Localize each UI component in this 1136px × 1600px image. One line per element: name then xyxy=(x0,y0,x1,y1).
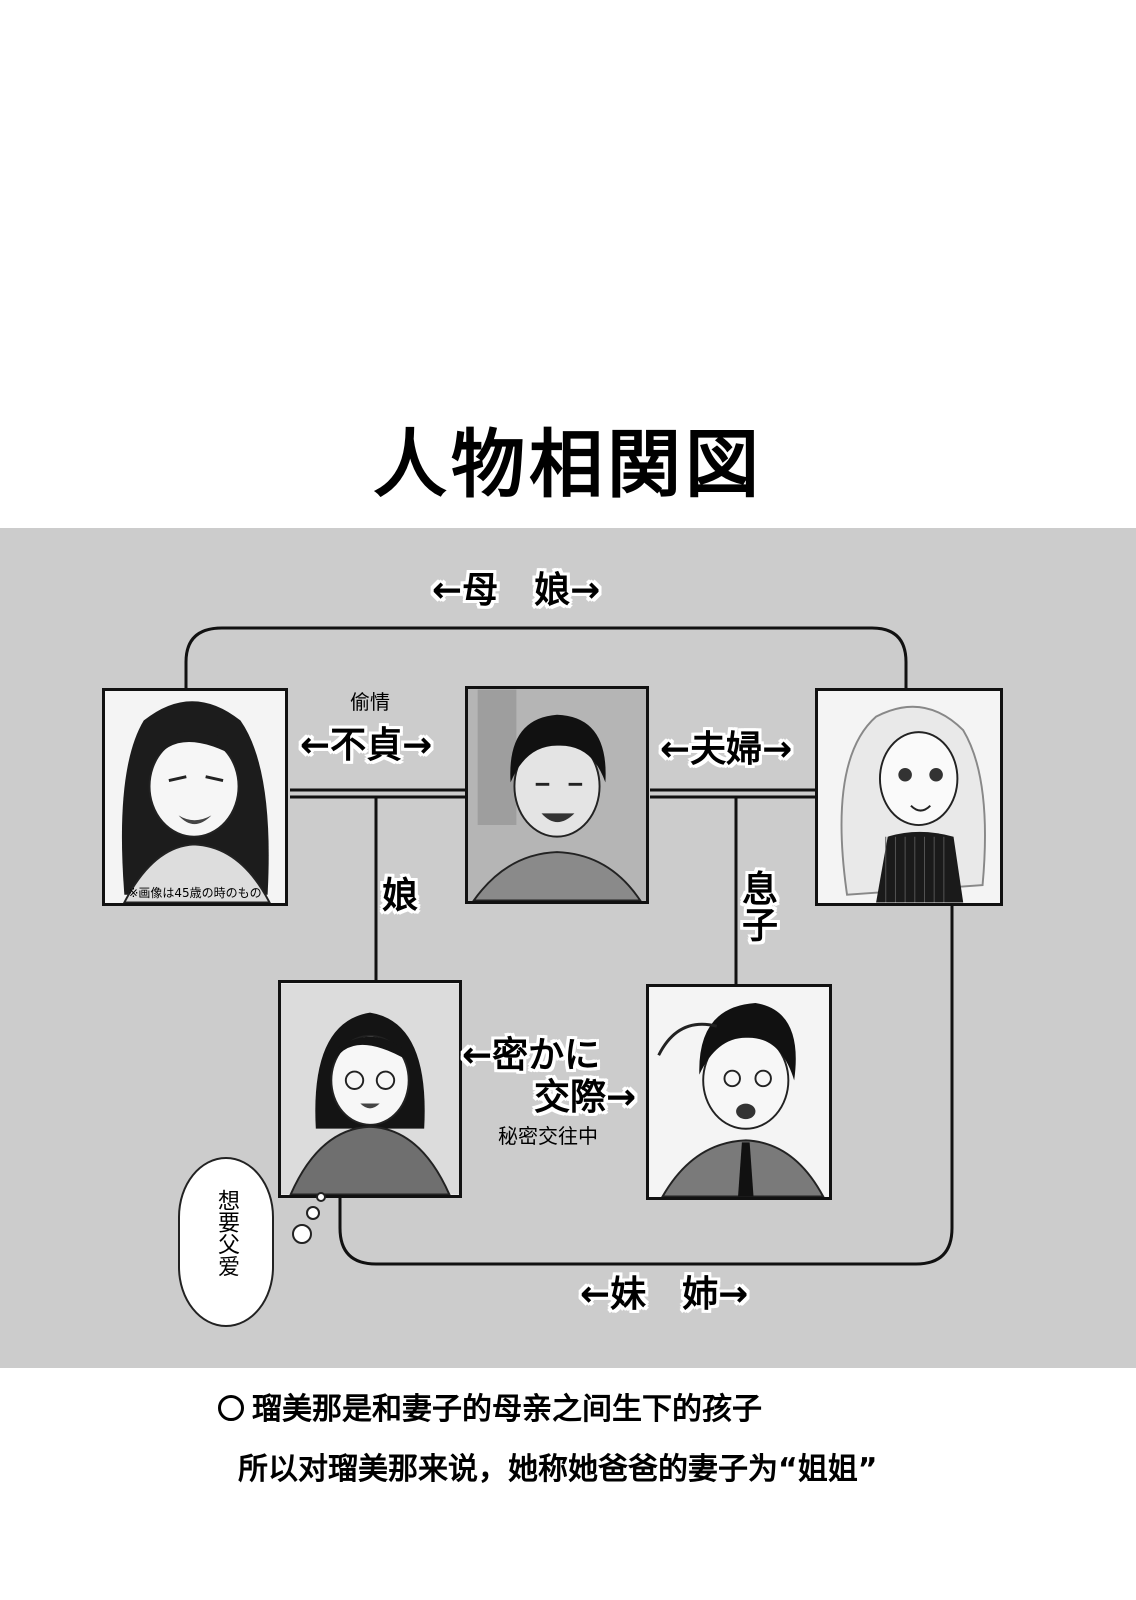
mother-daughter-label: ←母 娘→ xyxy=(432,570,601,611)
footer-line-1: 瑠美那是和妻子的母亲之间生下的孩子 xyxy=(218,1392,762,1428)
son-illustration xyxy=(657,1002,825,1197)
son-label: 息子 xyxy=(736,870,777,942)
daughter-illustration xyxy=(281,983,459,1195)
secret-dating-label-2: 交際→ xyxy=(534,1077,637,1118)
thought-bubble-text: 想要父爱 xyxy=(214,1189,239,1277)
page-title: 人物相関図 xyxy=(373,422,763,508)
thought-bubble: 想要父爱 xyxy=(178,1157,274,1327)
mother-portrait: ※画像は45歳の時のもの xyxy=(102,688,288,906)
bullet-circle-icon xyxy=(218,1394,244,1421)
adultery-label: ←不貞→ xyxy=(300,725,433,766)
sisters-label: ←妹 姉→ xyxy=(580,1274,749,1315)
thought-dot-small xyxy=(316,1192,326,1202)
adultery-note: 偷情 xyxy=(350,690,390,714)
father-portrait xyxy=(465,686,649,904)
secret-dating-label-1: ←密かに xyxy=(462,1035,601,1076)
father-illustration xyxy=(468,689,646,901)
daughter-portrait xyxy=(278,980,462,1198)
sisters-line xyxy=(338,905,954,1266)
son-portrait xyxy=(646,984,832,1200)
mother-illustration xyxy=(121,701,271,903)
mother-daughter-line xyxy=(184,626,908,688)
secret-dating-note: 秘密交往中 xyxy=(498,1124,598,1148)
footer-line-1-text: 瑠美那是和妻子的母亲之间生下的孩子 xyxy=(252,1392,762,1427)
thought-dot-medium xyxy=(306,1206,320,1220)
portrait-caption: ※画像は45歳の時のもの xyxy=(128,886,262,900)
daughter-label: 娘 xyxy=(376,876,417,912)
married-label: ←夫婦→ xyxy=(660,729,793,770)
thought-dot-large xyxy=(292,1224,312,1244)
footer-line-2: 所以对瑠美那来说，她称她爸爸的妻子为“姐姐” xyxy=(238,1452,878,1487)
wife-illustration xyxy=(840,705,986,903)
wife-portrait xyxy=(815,688,1003,906)
